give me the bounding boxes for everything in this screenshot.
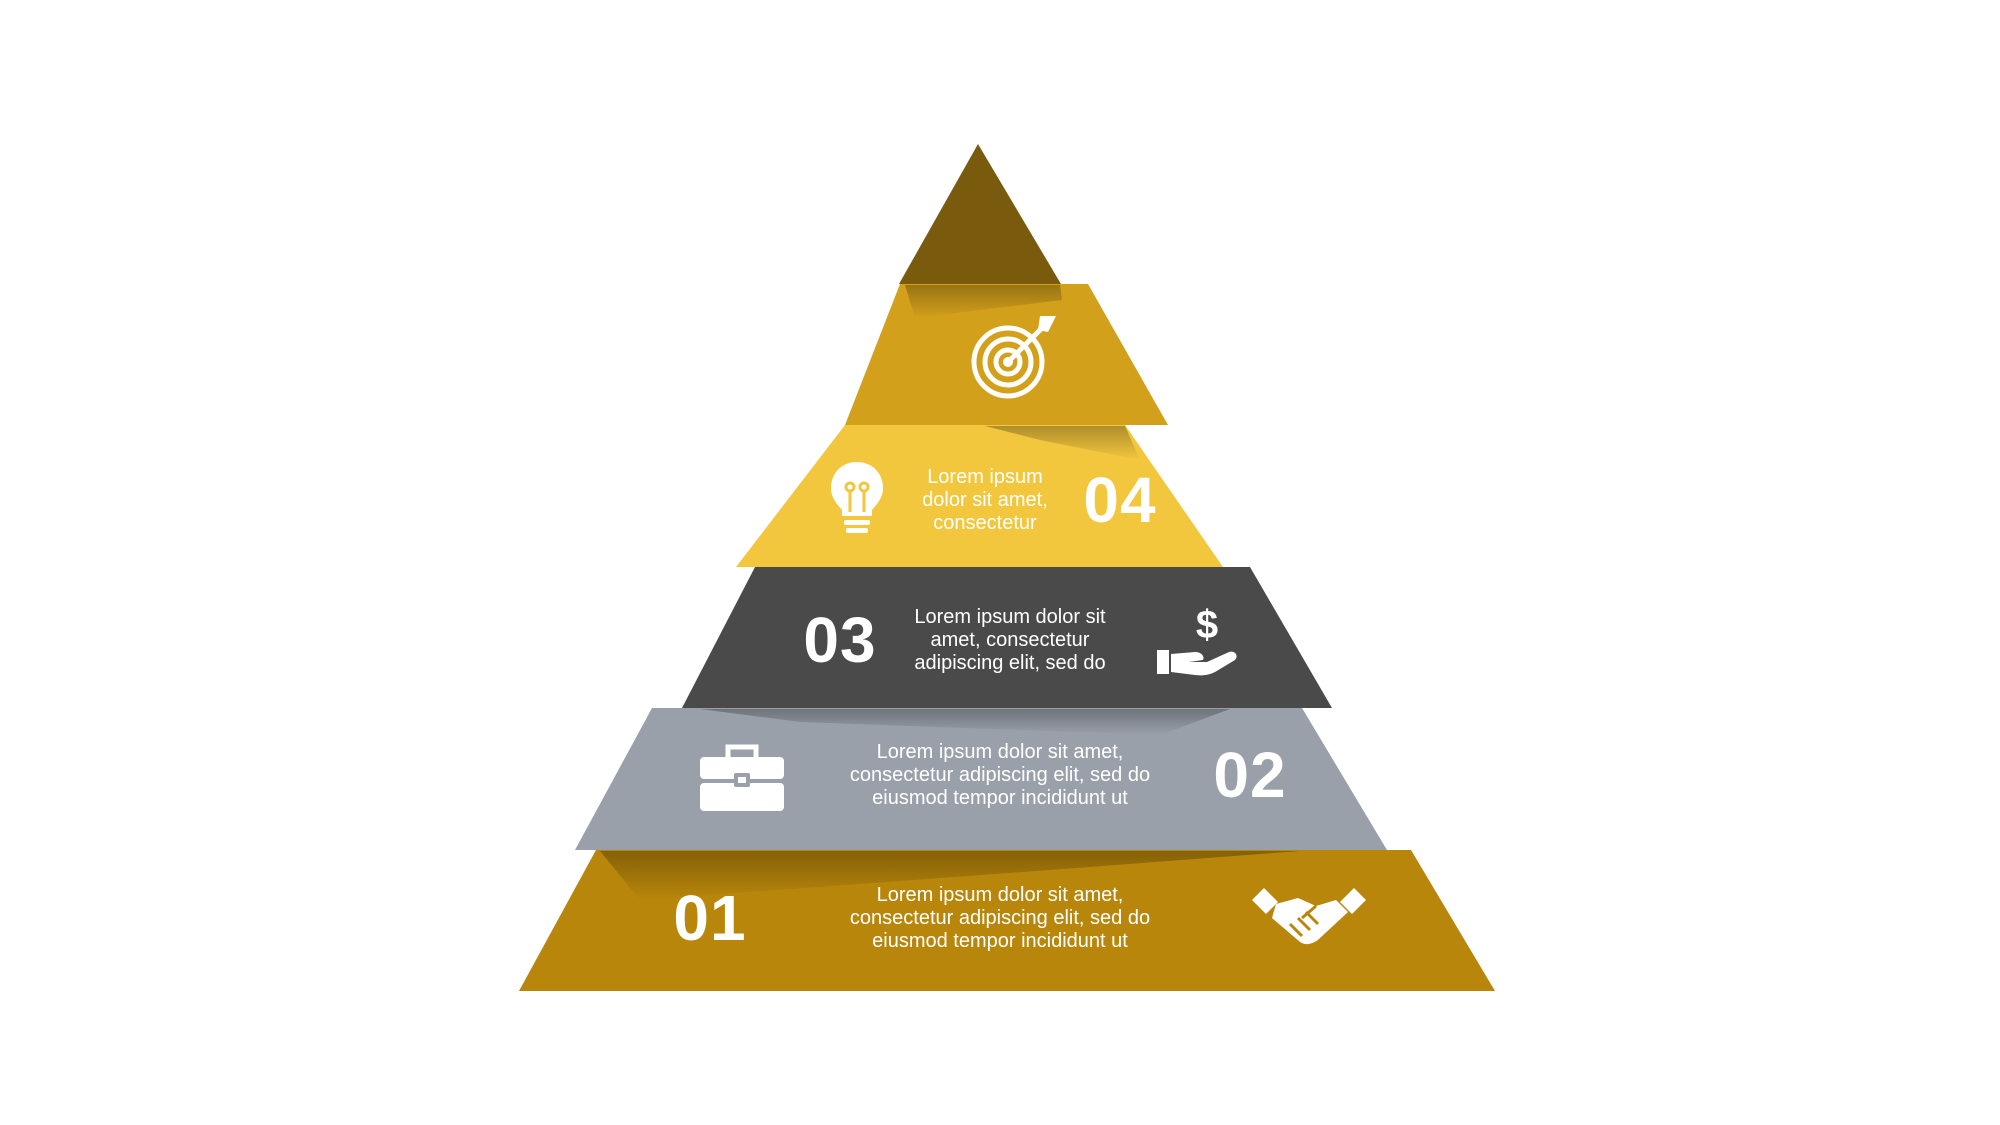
- tier-top: [899, 144, 1061, 284]
- tier-04-number: 04: [1083, 464, 1157, 536]
- shadow-01: [600, 851, 1300, 900]
- shadow-02: [700, 709, 1230, 735]
- hand-dollar-icon: $: [1157, 603, 1237, 676]
- svg-text:$: $: [1196, 603, 1218, 647]
- lightbulb-icon: [831, 462, 883, 533]
- tier-02-text: Lorem ipsum dolor sit amet, consectetur …: [849, 740, 1151, 809]
- tier-03-number: 03: [803, 604, 877, 676]
- tier-02-number: 02: [1213, 739, 1287, 811]
- shadow-target: [905, 285, 1062, 318]
- handshake-icon: [1252, 888, 1366, 945]
- briefcase-icon: [700, 744, 784, 811]
- tier-01-number: 01: [673, 882, 747, 954]
- target-arrow-icon: [971, 316, 1056, 399]
- tier-03: [682, 567, 1332, 708]
- shadow-04: [985, 426, 1140, 460]
- tier-01-text: Lorem ipsum dolor sit amet, consectetur …: [849, 883, 1151, 952]
- tier-04-text: Lorem ipsum dolor sit amet, consectetur: [922, 465, 1048, 534]
- tier-02: [575, 708, 1387, 850]
- tier-03-text: Lorem ipsum dolor sit amet, consectetur …: [914, 605, 1106, 674]
- tier-target: [845, 284, 1168, 425]
